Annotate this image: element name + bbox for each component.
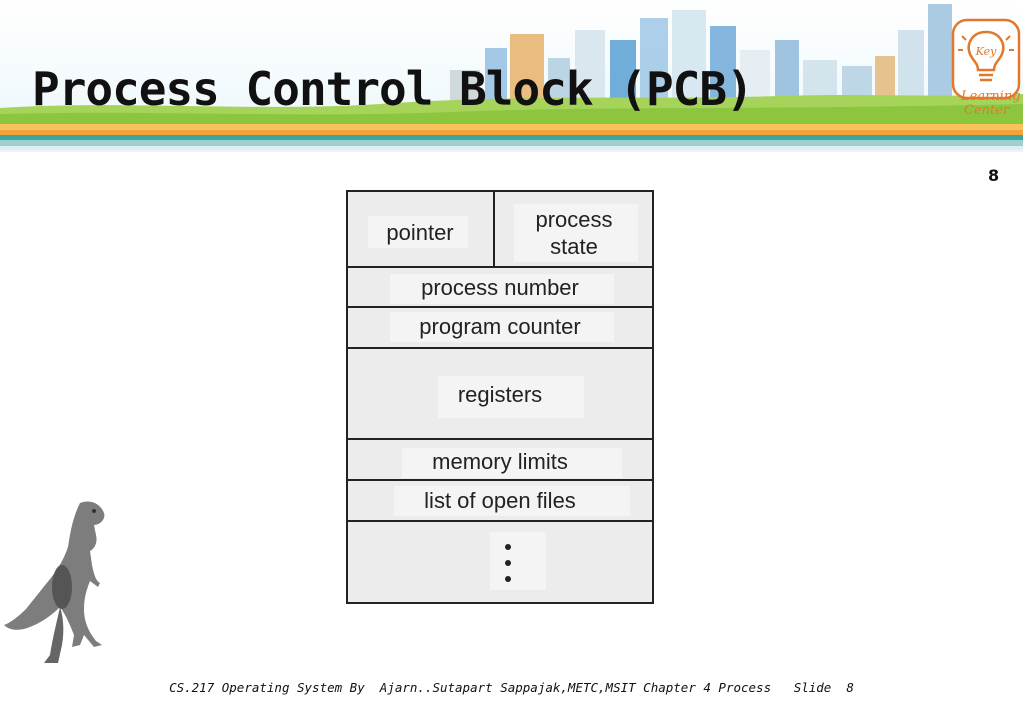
footer-slide-label: Slide 8 [793, 680, 854, 695]
pcb-field-pointer: pointer [386, 220, 454, 245]
header-banner [0, 0, 1023, 152]
ellipsis-dot [505, 560, 511, 566]
ellipsis-dot [505, 544, 511, 550]
pcb-diagram [346, 190, 654, 604]
pcb-field-process-state-line1: process [535, 207, 613, 232]
logo-badge-text: Key [975, 45, 997, 58]
ellipsis-dot [505, 576, 511, 582]
slide-title: Process Control Block (PCB) [32, 62, 754, 116]
slide-footer: CS.217 Operating System By Ajarn..Sutapa… [0, 680, 1023, 695]
lightbulb-logo-icon: Key [951, 18, 1021, 100]
pcb-field-process-state-line2: state [550, 234, 598, 259]
logo-text-center: Center [964, 103, 1010, 118]
pcb-field-registers: registers [457, 382, 543, 407]
footer-course-info: CS.217 Operating System By Ajarn..Sutapa… [169, 680, 772, 695]
pcb-field-open-files: list of open files [424, 488, 576, 513]
slide-number: 8 [988, 166, 1000, 185]
pcb-field-program-counter: program counter [419, 314, 581, 339]
pcb-field-process-number: process number [421, 275, 579, 300]
city-skyline-illustration [450, 4, 952, 110]
logo-text-learning: Learning [961, 89, 1021, 104]
pcb-field-memory-limits: memory limits [432, 449, 568, 474]
dinosaur-illustration [4, 501, 105, 663]
